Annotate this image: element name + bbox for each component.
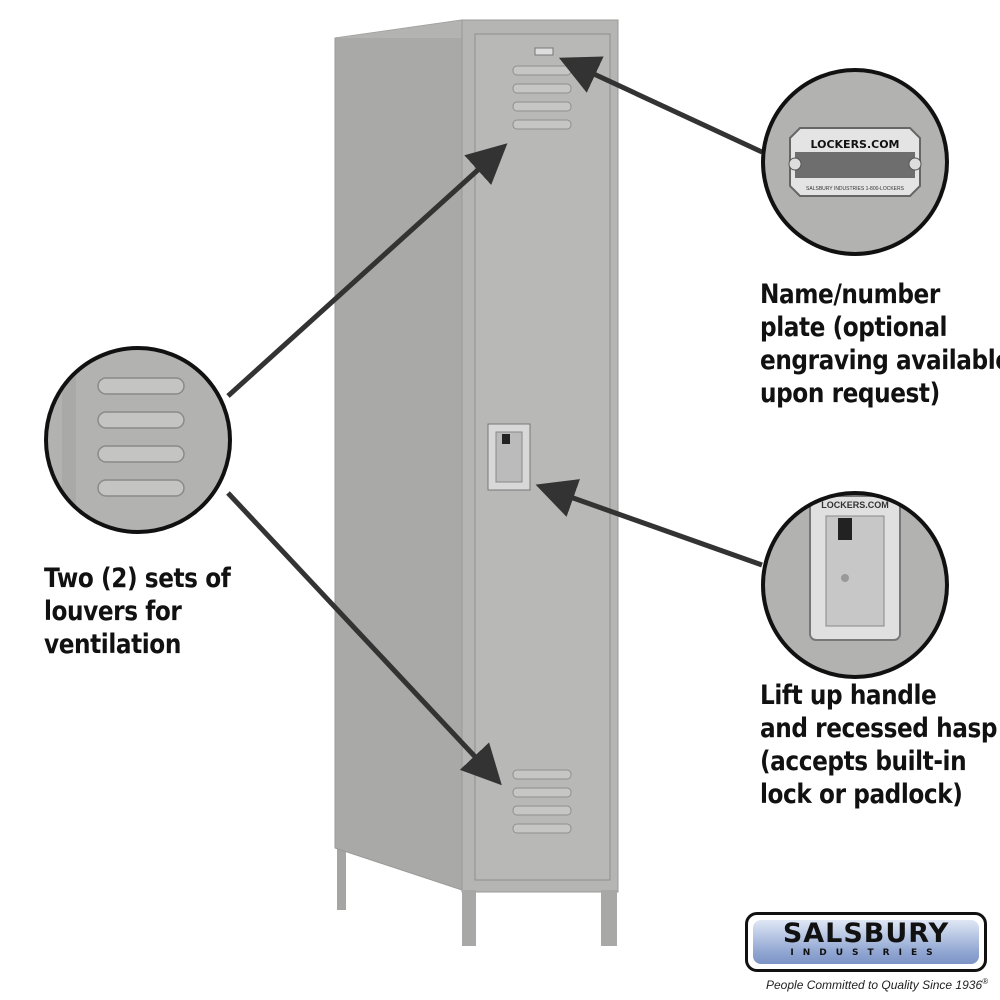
handle-caption: Lift up handle and recessed hasp (accept… <box>760 679 997 811</box>
top-louvers <box>512 65 572 130</box>
arrow-to-handle <box>535 479 763 568</box>
caption-line: upon request) <box>760 378 940 409</box>
caption-line: and recessed hasp <box>760 713 998 744</box>
name-plate-caption: Name/number plate (optional engraving av… <box>760 278 1000 410</box>
salsbury-logo: SALSBURY INDUSTRIES <box>745 912 987 972</box>
caption-line: ventilation <box>44 629 181 660</box>
plate-footer: SALSBURY INDUSTRIES 1-800-LOCKERS <box>806 186 905 192</box>
logo-name: SALSBURY <box>782 918 950 949</box>
registered-mark: ® <box>982 977 989 986</box>
locker-side-panel <box>334 19 463 891</box>
handle-label: LOCKERS.COM <box>821 500 889 510</box>
bottom-louvers <box>512 769 572 834</box>
back-leg <box>337 840 346 910</box>
caption-line: louvers for <box>44 596 182 627</box>
handle-closeup-circle: LOCKERS.COM <box>761 491 949 679</box>
front-left-leg <box>462 890 476 946</box>
caption-line: Two (2) sets of <box>44 563 231 594</box>
name-plate <box>534 47 554 56</box>
front-right-leg <box>601 890 617 946</box>
name-plate-closeup-circle: LOCKERS.COM SALSBURY INDUSTRIES 1-800-LO… <box>761 68 949 256</box>
caption-line: (accepts built-in <box>760 746 967 777</box>
tagline-text: People Committed to Quality Since 1936 <box>766 978 983 992</box>
arrow-to-name-plate <box>558 56 764 155</box>
caption-line: Lift up handle <box>760 680 937 711</box>
caption-line: Name/number <box>760 279 940 310</box>
arrow-to-bottom-louvers <box>226 491 502 786</box>
plate-title: LOCKERS.COM <box>810 138 899 151</box>
brand-tagline: People Committed to Quality Since 1936® <box>766 977 988 992</box>
caption-line: lock or padlock) <box>760 779 963 810</box>
louver-closeup-circle <box>44 346 232 534</box>
arrow-to-top-louvers <box>226 143 508 398</box>
caption-line: plate (optional <box>760 312 948 343</box>
locker <box>334 19 620 946</box>
caption-line: engraving available <box>760 345 1000 376</box>
logo-sub: INDUSTRIES <box>790 948 942 958</box>
callout-arrows <box>226 56 764 786</box>
louvers-caption: Two (2) sets of louvers for ventilation <box>44 562 231 661</box>
